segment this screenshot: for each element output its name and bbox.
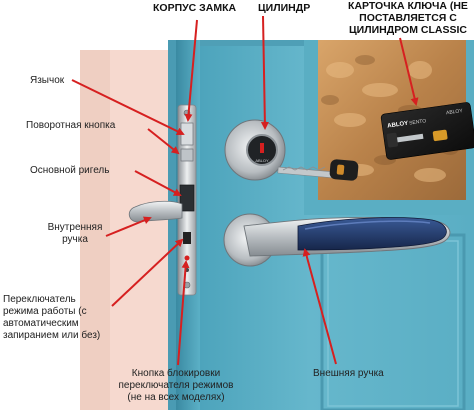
deadbolt	[179, 184, 195, 212]
outer-handle-grip	[297, 217, 447, 251]
label-block-button-line1: Кнопка блокировки	[131, 368, 221, 379]
card-chip	[432, 129, 448, 142]
arrow-icon	[111, 238, 184, 307]
arrow-icon	[177, 260, 190, 366]
arrow-icon	[302, 248, 337, 365]
label-inner-handle: Внутренняя ручка	[40, 222, 110, 246]
label-key-card-line3: ЦИЛИНДРОМ CLASSIC	[349, 24, 467, 36]
card-brand: ABLOY	[387, 121, 409, 130]
label-outer-handle: Внешняя ручка	[313, 368, 384, 379]
label-key-card-line1: КАРТОЧКА КЛЮЧА (НЕ	[348, 0, 468, 12]
label-mode-switch-line4: запиранием или без)	[3, 330, 101, 341]
label-block-button-line2: переключателя режимов	[118, 380, 234, 391]
label-turn-knob: Поворотная кнопка	[26, 120, 116, 131]
label-cylinder: ЦИЛИНДР	[258, 2, 311, 14]
label-latch: Язычок	[30, 75, 65, 86]
arrow-icon	[260, 15, 269, 130]
label-inner-handle-line1: Внутренняя	[47, 222, 103, 233]
cylinder-ring	[246, 134, 278, 166]
arrow-icon	[147, 128, 180, 155]
label-key-card-line2: ПОСТАВЛЯЕТСЯ С	[359, 12, 457, 24]
grip-highlight	[304, 220, 431, 230]
card-brand-right: ABLOY	[446, 108, 464, 116]
arrow-icon	[134, 170, 182, 196]
label-key-card: КАРТОЧКА КЛЮЧА (НЕ ПОСТАВЛЯЕТСЯ С ЦИЛИНД…	[344, 0, 472, 36]
mode-block-button	[184, 255, 190, 261]
label-lock-body: КОРПУС ЗАМКА	[153, 2, 237, 14]
label-inner-handle-line2: ручка	[62, 234, 88, 245]
arrow-icon	[71, 79, 185, 135]
label-mode-switch-line2: режима работы (с	[3, 306, 87, 317]
inner-handle	[128, 200, 183, 223]
arrow-icon	[184, 19, 198, 122]
label-block-button: Кнопка блокировки переключателя режимов …	[110, 368, 242, 404]
label-deadbolt: Основной ригель	[30, 165, 110, 176]
mode-switch	[183, 232, 191, 244]
turn-knob	[180, 148, 194, 162]
arrows	[71, 15, 419, 366]
arrow-icon	[399, 37, 419, 106]
cylinder-brand: ABLOY	[255, 158, 269, 163]
cylinder-keyhole	[260, 143, 264, 153]
arrow-icon	[105, 216, 152, 237]
key-card: ABLOY SENTO ABLOY	[380, 102, 474, 160]
wall-shadow	[80, 50, 110, 410]
label-mode-switch-line1: Переключатель	[3, 294, 76, 305]
label-block-button-line3: (не на всех моделях)	[127, 392, 225, 403]
label-mode-switch-line3: автоматическим	[3, 318, 79, 329]
card-key-graphic	[393, 133, 424, 143]
label-mode-switch: Переключатель режима работы (с автоматич…	[3, 294, 123, 342]
key-icon	[277, 159, 359, 181]
card-model: SENTO	[409, 118, 427, 126]
